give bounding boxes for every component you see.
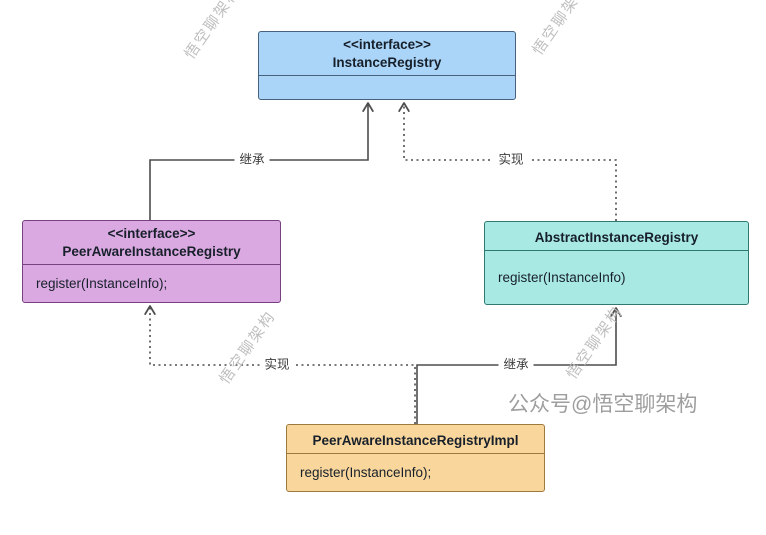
stereotype-label: <<interface>> — [343, 37, 431, 52]
class-member-method: register(InstanceInfo); — [23, 263, 280, 302]
class-name: PeerAwareInstanceRegistry — [62, 243, 241, 259]
class-members-empty — [259, 74, 515, 99]
class-name: AbstractInstanceRegistry — [534, 230, 699, 245]
class-member-method: register(InstanceInfo) — [485, 249, 748, 304]
class-header: <<interface>> InstanceRegistry — [259, 32, 515, 75]
class-header: PeerAwareInstanceRegistryImpl — [287, 425, 544, 453]
class-name: InstanceRegistry — [332, 54, 442, 70]
class-box-instance-registry: <<interface>> InstanceRegistry — [258, 31, 516, 100]
class-name: PeerAwareInstanceRegistryImpl — [312, 433, 519, 448]
stereotype-label: <<interface>> — [107, 226, 196, 241]
class-header: AbstractInstanceRegistry — [485, 222, 748, 250]
edge-label-inherit-top: 继承 — [234, 152, 270, 168]
edge-label-implement-bottom: 实现 — [259, 357, 295, 373]
class-member-method: register(InstanceInfo); — [287, 452, 544, 491]
edge-label-implement-top: 实现 — [493, 152, 529, 168]
edge-label-inherit-bottom: 继承 — [498, 357, 534, 373]
class-box-peer-aware-instance-registry-impl: PeerAwareInstanceRegistryImpl register(I… — [286, 424, 545, 492]
edge-implement-impl-to-peeraware — [144, 305, 416, 424]
class-box-peer-aware-instance-registry: <<interface>> PeerAwareInstanceRegistry … — [22, 220, 281, 303]
class-box-abstract-instance-registry: AbstractInstanceRegistry register(Instan… — [484, 221, 749, 305]
class-header: <<interface>> PeerAwareInstanceRegistry — [23, 221, 280, 264]
